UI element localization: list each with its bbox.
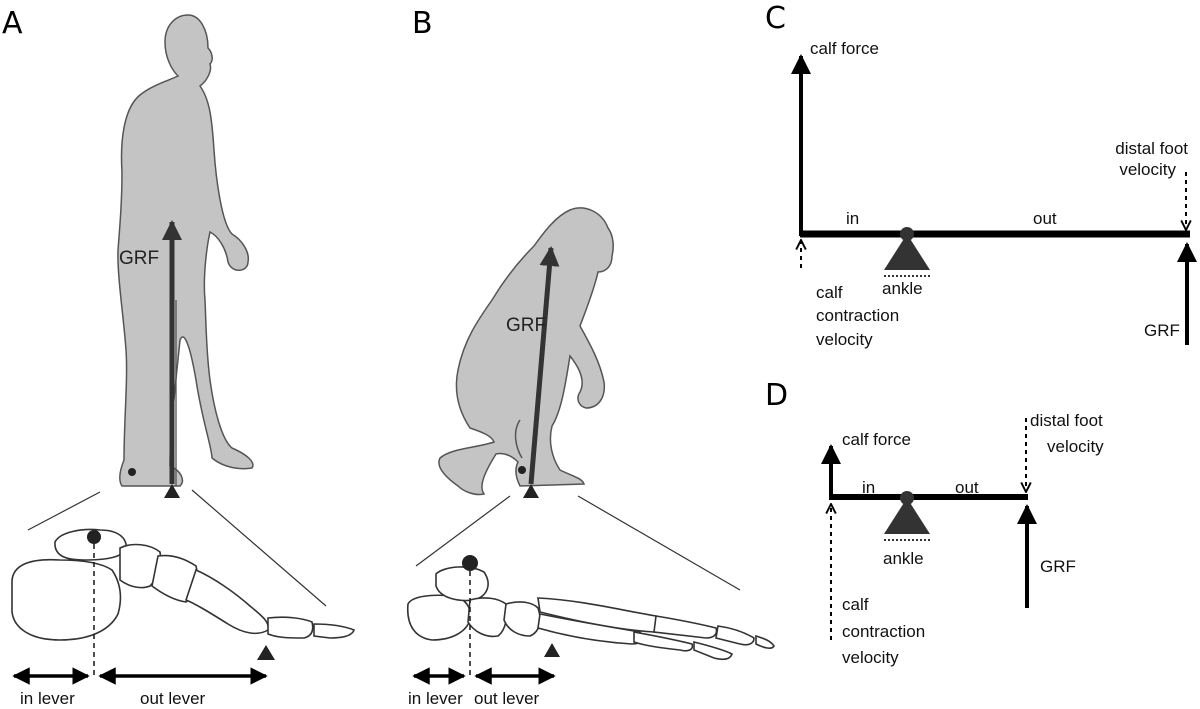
ankle-fulcrum-d [884, 491, 930, 541]
panel-d: D calf force distal foot velocity in out… [765, 378, 1104, 667]
distal-foot-velocity-label-d-line1: distal foot [1030, 411, 1103, 430]
calf-force-label-d: calf force [842, 430, 911, 449]
chimp-out-lever-label: out lever [474, 689, 540, 708]
chimpanzee-silhouette [438, 207, 614, 496]
panel-c-letter: C [765, 1, 786, 36]
calf-contraction-label-c-line1: calf [816, 283, 843, 302]
in-label-d: in [862, 478, 875, 497]
calf-contraction-label-d-line3: velocity [842, 648, 899, 667]
grf-label-d: GRF [1040, 557, 1076, 576]
out-label-d: out [955, 478, 979, 497]
contact-triangle [164, 484, 180, 498]
human-foot-bones [11, 528, 355, 676]
panel-a: A GRF in lever out lever [2, 6, 355, 708]
chimpanzee-foot-bones [407, 555, 775, 676]
chimp-grf-arrow [528, 246, 560, 485]
out-label-c: out [1033, 209, 1057, 228]
zoom-line-right [191, 489, 327, 607]
distal-foot-velocity-label-c-line2: velocity [1119, 160, 1176, 179]
chimp-in-lever-label: in lever [408, 689, 463, 708]
ankle-dot [128, 468, 136, 476]
distal-foot-velocity-label-d-line2: velocity [1047, 437, 1104, 456]
panel-b: B GRF in [407, 6, 775, 708]
chimp-zoom-line-right [577, 495, 741, 591]
calf-contraction-label-c-line2: contraction [816, 306, 899, 325]
calf-contraction-label-d-line1: calf [842, 595, 869, 614]
calf-force-label-c: calf force [810, 39, 879, 58]
chimp-leg-outline [514, 419, 523, 459]
ankle-fulcrum-c [884, 227, 930, 277]
panel-c: C calf force distal foot velocity in out… [765, 1, 1197, 349]
chimp-zoom-line-left [415, 495, 511, 567]
out-lever-label: out lever [140, 689, 206, 708]
panel-a-letter: A [2, 6, 23, 41]
chimp-grf-label: GRF [506, 315, 546, 336]
panel-b-letter: B [412, 6, 433, 41]
human-silhouette [117, 14, 254, 487]
chimp-ankle-dot [518, 466, 526, 474]
in-lever-label: in lever [20, 689, 75, 708]
grf-label-c: GRF [1144, 321, 1180, 340]
ankle-label-d: ankle [883, 549, 924, 568]
calf-contraction-label-c-line3: velocity [816, 330, 873, 349]
panel-d-letter: D [765, 378, 788, 413]
grf-label: GRF [119, 248, 159, 269]
chimp-contact-triangle [523, 484, 539, 498]
calf-contraction-label-d-line2: contraction [842, 622, 925, 641]
ankle-label-c: ankle [882, 279, 923, 298]
in-label-c: in [846, 209, 859, 228]
zoom-line-left [27, 491, 101, 531]
distal-foot-velocity-label-c-line1: distal foot [1115, 139, 1188, 158]
